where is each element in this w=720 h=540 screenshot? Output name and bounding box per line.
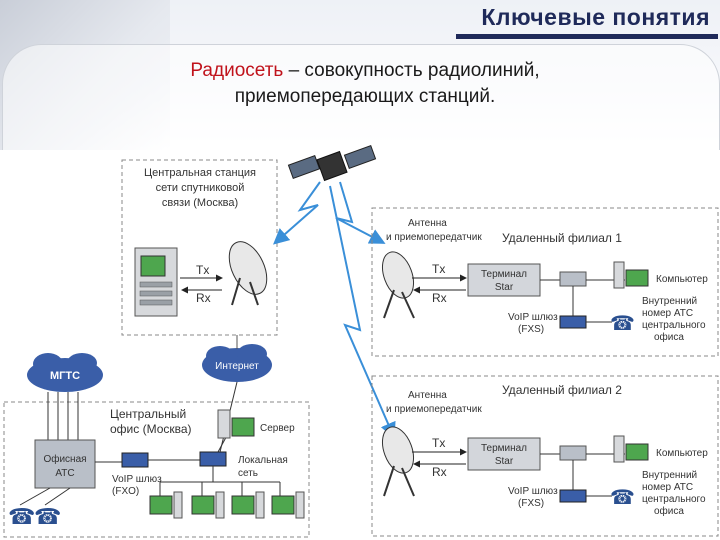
hub-rx-label: Rx [196, 291, 211, 305]
mgts-label: МГТС [50, 370, 80, 382]
central-station-box [121, 159, 278, 336]
branch2-antenna-label-1: Антенна [408, 390, 447, 401]
hub-server-rack-icon [134, 247, 178, 317]
definition-panel [2, 44, 720, 152]
branch1-voip-label-1: VoIP шлюз [508, 312, 558, 323]
voip-fxo-icon [121, 452, 149, 468]
lan-pc-icon [271, 491, 305, 519]
branch2-switch-icon [559, 445, 587, 461]
title-underline [456, 34, 718, 39]
branch1-internal-3: центрального [642, 320, 706, 331]
branch2-title: Удаленный филиал 2 [502, 383, 622, 397]
server-icon [217, 409, 255, 439]
central-station-label-2: сети спутниковой [156, 182, 245, 194]
branch1-antenna-label-1: Антенна [408, 218, 447, 229]
branch1-box [371, 207, 719, 357]
office-pbx-icon [34, 439, 96, 489]
hub-dish-antenna-icon [228, 241, 268, 306]
branch2-computer-label: Компьютер [656, 448, 708, 459]
branch2-voip-label-2: (FXS) [518, 498, 544, 509]
branch2-voip-fxs-icon [559, 489, 587, 503]
branch1-computer-icon [613, 261, 649, 289]
central-office-label-2: офис (Москва) [110, 422, 192, 436]
slide-title: Ключевые понятия [481, 4, 710, 30]
definition-line1: – совокупность радиолиний, [283, 60, 540, 81]
radio-link-hub [272, 181, 321, 245]
central-office-label-1: Центральный [110, 407, 186, 421]
office-pbx-label-1: Офисная [43, 453, 86, 465]
branch1-tx-label: Tx [432, 262, 445, 276]
branch2-internal-1: Внутренний [642, 470, 697, 481]
branch2-box [371, 375, 719, 537]
branch2-rx-label: Rx [432, 465, 447, 479]
branch1-internal-1: Внутренний [642, 296, 697, 307]
branch2-terminal-label-2: Star [495, 456, 514, 467]
branch1-terminal-box [467, 263, 541, 297]
branch2-tx-label: Tx [432, 436, 445, 450]
branch1-title: Удаленный филиал 1 [502, 231, 622, 245]
branch1-switch-icon [559, 271, 587, 287]
branch2-phone-icon: ☎ [610, 487, 635, 509]
server-label: Сервер [260, 423, 295, 434]
voip-fxo-label-2: (FXO) [112, 486, 139, 497]
internet-label: Интернет [215, 361, 259, 372]
definition-term: Радиосеть [190, 60, 284, 81]
branch2-internal-4: офиса [654, 505, 684, 517]
branch1-internal-2: номер АТС [642, 308, 693, 319]
branch2-internal-3: центрального [642, 494, 706, 505]
branch2-terminal-label-1: Терминал [481, 443, 527, 454]
branch1-internal-4: офиса [654, 331, 684, 343]
radio-link-branch1 [335, 181, 386, 244]
branch1-terminal-label-1: Терминал [481, 269, 527, 280]
lan-label-2: сеть [238, 468, 258, 479]
hub-tx-label: Tx [196, 263, 209, 277]
branch2-internal-2: номер АТС [642, 482, 693, 493]
diagram-background [0, 150, 720, 540]
lan-pc-icon [149, 491, 183, 519]
lan-label-1: Локальная [238, 455, 288, 466]
satellite-icon [287, 144, 377, 182]
phone-icon-2: ☎ [34, 504, 61, 529]
branch1-rx-label: Rx [432, 291, 447, 305]
radio-link-branch2 [329, 185, 396, 439]
branch2-antenna-label-2: и приемопередатчик [386, 404, 482, 415]
branch1-computer-label: Компьютер [656, 274, 708, 285]
lan-switch-icon [199, 451, 227, 467]
lan-pc-icon [231, 491, 265, 519]
branch2-computer-icon [613, 435, 649, 463]
central-station-label-3: связи (Москва) [162, 197, 238, 209]
definition-line2: приемопередающих станций. [234, 86, 496, 107]
internet-cloud-icon [202, 344, 272, 382]
branch1-voip-fxs-icon [559, 315, 587, 329]
branch1-antenna-label-2: и приемопередатчик [386, 232, 482, 243]
definition-text: Радиосеть – совокупность радиолиний, при… [70, 58, 660, 110]
branch2-voip-label-1: VoIP шлюз [508, 486, 558, 497]
branch1-dish-antenna-icon [381, 251, 415, 319]
phone-icon-1: ☎ [8, 504, 35, 529]
voip-fxo-label-1: VoIP шлюз [112, 474, 162, 485]
office-pbx-label-2: АТС [55, 468, 74, 479]
branch1-phone-icon: ☎ [610, 313, 635, 335]
lan-pc-icon [191, 491, 225, 519]
mgts-cloud-icon [27, 353, 103, 392]
branch1-terminal-label-2: Star [495, 282, 514, 293]
central-office-box [3, 401, 310, 538]
branch1-voip-label-2: (FXS) [518, 324, 544, 335]
central-station-label-1: Центральная станция [144, 167, 256, 179]
branch2-dish-antenna-icon [381, 426, 415, 497]
